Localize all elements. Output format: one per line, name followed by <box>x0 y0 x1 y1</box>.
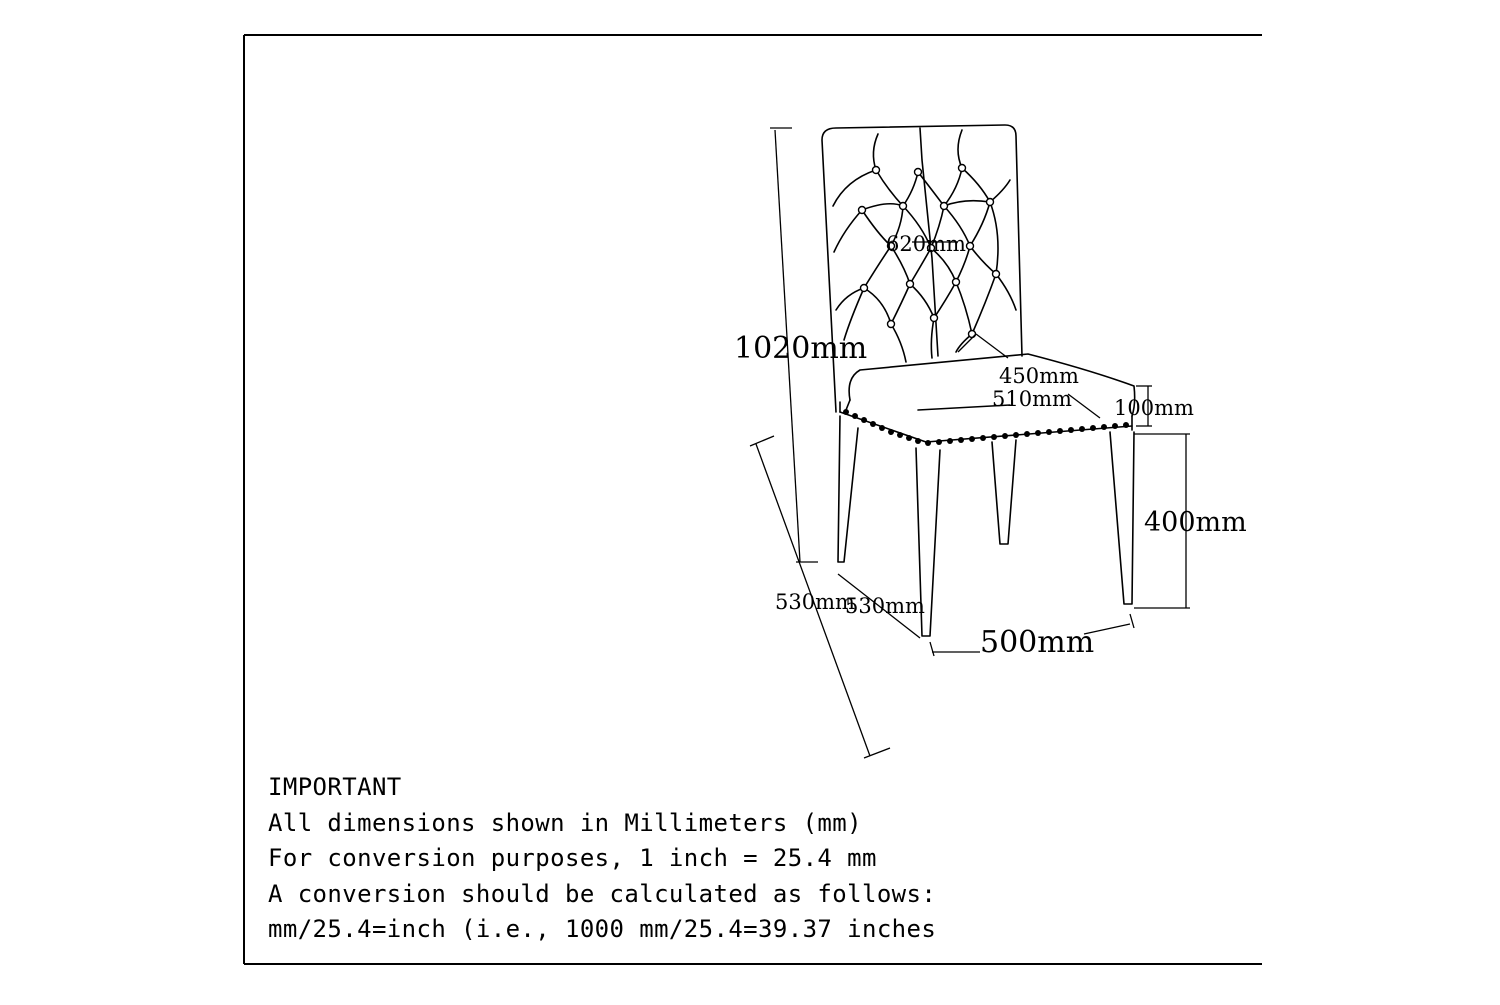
notes-line: mm/25.4=inch (i.e., 1000 mm/25.4=39.37 i… <box>268 915 937 943</box>
back-height-label: 620mm <box>886 232 966 256</box>
chair-legs <box>837 415 1135 637</box>
leg-height-label: 400mm <box>1144 507 1247 538</box>
seat-depth-label: 450mm <box>999 364 1079 388</box>
leg-width-label: 500mm <box>980 625 1094 660</box>
depth-inner-label: 530mm <box>845 594 925 618</box>
nailhead-trim <box>843 409 1129 446</box>
depth-outer-label: 530mm <box>775 590 855 614</box>
overall-height-label: 1020mm <box>734 331 867 366</box>
notes-line: All dimensions shown in Millimeters (mm) <box>268 808 862 837</box>
seat-thickness-label: 100mm <box>1114 396 1194 420</box>
notes-heading: IMPORTANT <box>268 773 402 801</box>
chair-back <box>821 124 1023 413</box>
important-notes: IMPORTANT All dimensions shown in Millim… <box>268 770 1168 948</box>
seat-width-label: 510mm <box>992 387 1072 411</box>
dimension-lines <box>749 127 1190 759</box>
notes-line: A conversion should be calculated as fol… <box>268 879 937 908</box>
notes-line: For conversion purposes, 1 inch = 25.4 m… <box>268 844 877 872</box>
sheet-frame <box>243 34 1262 965</box>
dimension-labels: 1020mm 620mm 450mm 510mm 100mm 400mm 530… <box>734 232 1247 660</box>
